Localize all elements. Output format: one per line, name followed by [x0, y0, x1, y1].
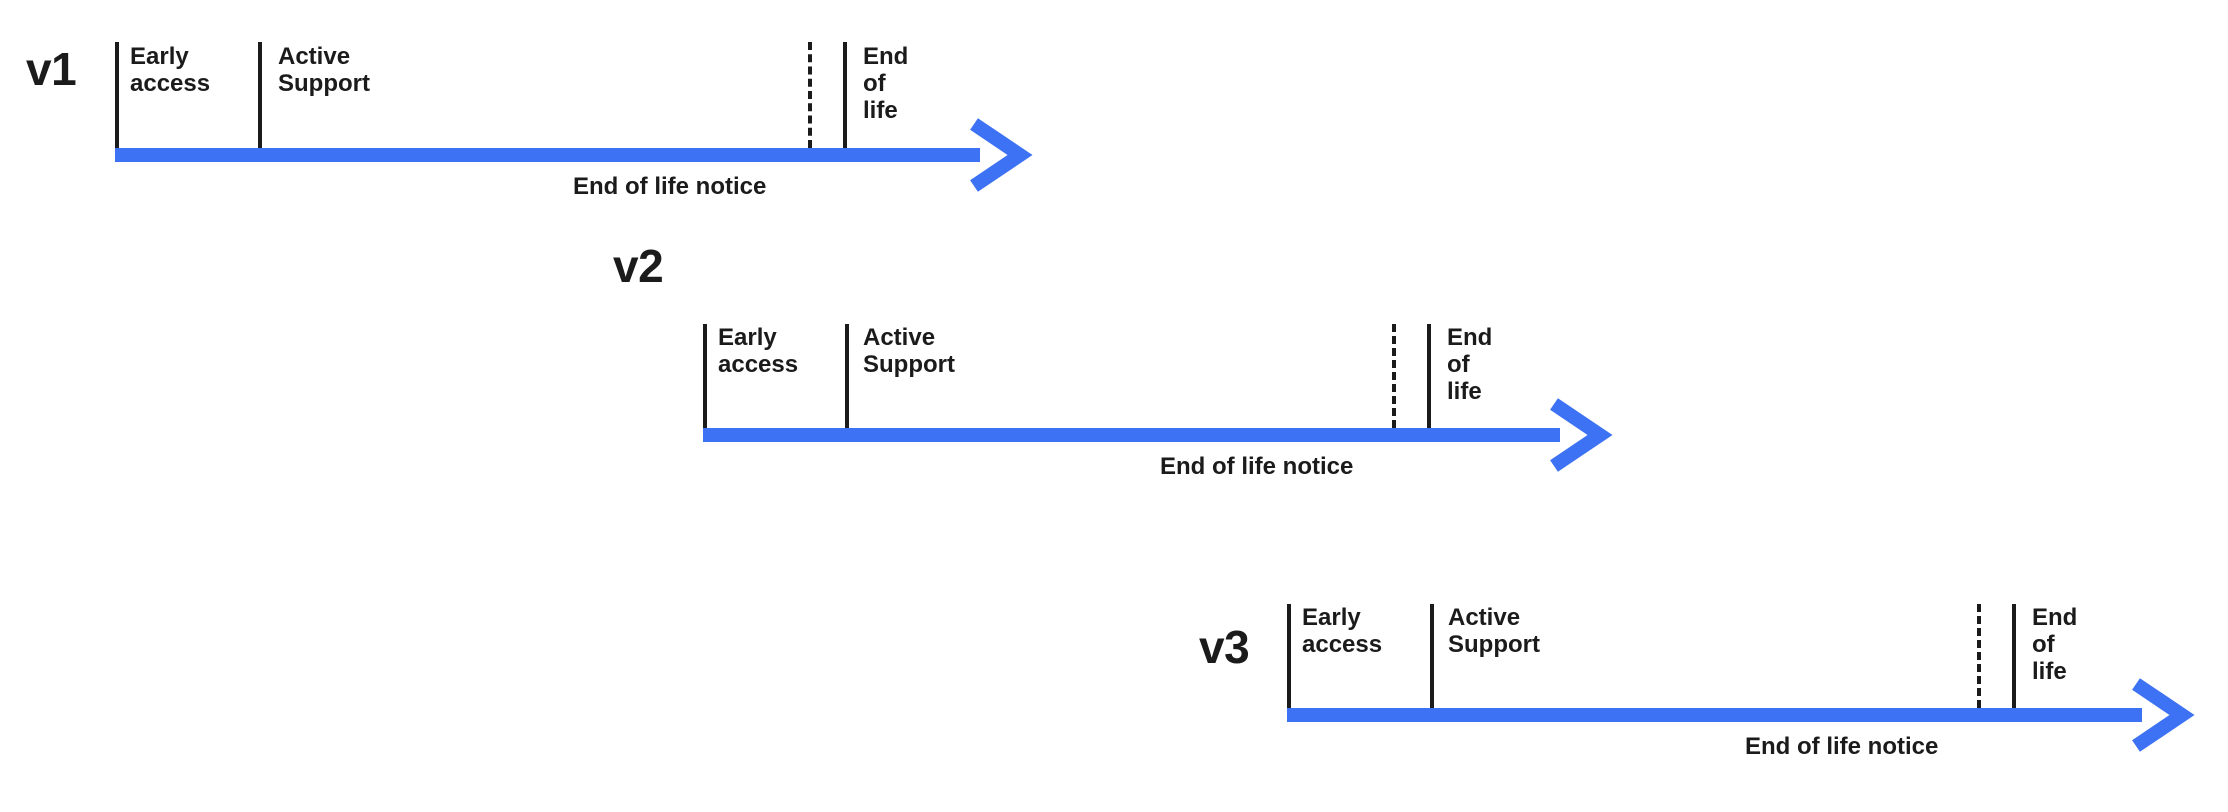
phase-divider-v3-0 — [1287, 604, 1291, 708]
phase-divider-v1-1 — [258, 42, 262, 148]
end-of-life-notice-label-v2: End of life notice — [1160, 453, 1354, 480]
phase-divider-v3-1 — [1430, 604, 1434, 708]
timeline-arrow-v3 — [1287, 678, 2195, 752]
timeline-arrowhead-v2 — [1550, 398, 1613, 472]
timeline-bar-v1 — [115, 148, 980, 162]
phase-label-v1-end_of_life: End of life — [863, 43, 909, 124]
phase-divider-v2-1 — [845, 324, 849, 428]
timeline-arrowhead-v3 — [2132, 678, 2195, 752]
timeline-arrow-v2 — [703, 398, 1613, 472]
timeline-arrowhead-v1 — [970, 118, 1033, 192]
phase-divider-v1-0 — [115, 42, 119, 148]
phase-label-v2-early_access: Early access — [718, 324, 799, 378]
phase-label-v1-active_support: Active Support — [278, 43, 370, 97]
phase-divider-v3-3 — [2012, 604, 2016, 708]
phase-divider-v1-2-dashed — [808, 42, 812, 148]
timeline-bar-v2 — [703, 428, 1560, 442]
phase-divider-v2-3 — [1427, 324, 1431, 428]
version-label-v3: v3 — [1199, 621, 1250, 673]
phase-divider-v3-2-dashed — [1977, 604, 1981, 708]
phase-label-v3-early_access: Early access — [1302, 604, 1383, 658]
timeline-arrow-v1 — [115, 118, 1033, 192]
version-label-v2: v2 — [613, 240, 664, 292]
end-of-life-notice-label-v3: End of life notice — [1745, 733, 1939, 760]
end-of-life-notice-label-v1: End of life notice — [573, 173, 767, 200]
phase-divider-v2-2-dashed — [1392, 324, 1396, 428]
phase-divider-v2-0 — [703, 324, 707, 428]
timeline-bar-v3 — [1287, 708, 2142, 722]
phase-label-v1-early_access: Early access — [130, 43, 211, 97]
phase-label-v2-end_of_life: End of life — [1447, 324, 1493, 405]
version-label-v1: v1 — [26, 43, 77, 95]
phase-label-v3-active_support: Active Support — [1448, 604, 1540, 658]
phase-label-v3-end_of_life: End of life — [2032, 604, 2078, 685]
phase-divider-v1-3 — [843, 42, 847, 148]
phase-label-v2-active_support: Active Support — [863, 324, 955, 378]
